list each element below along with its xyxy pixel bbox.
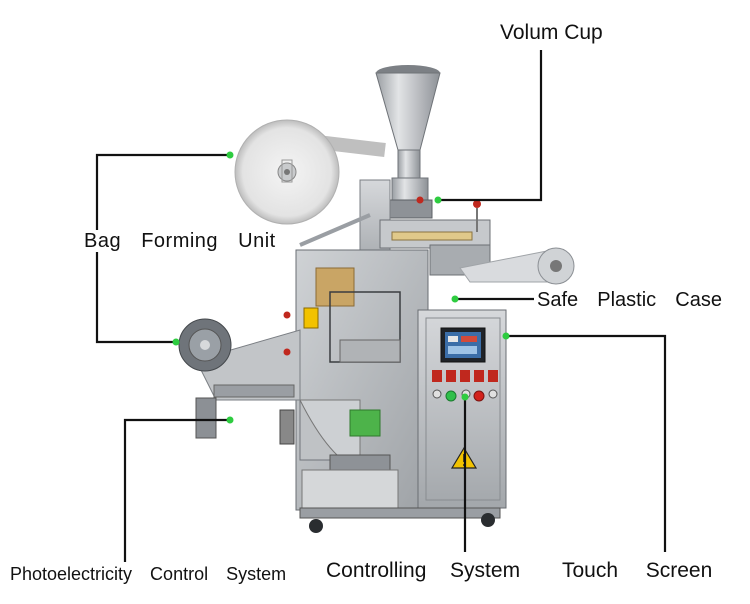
label-safe-plastic-case: Safe Plastic Case bbox=[537, 289, 722, 311]
leader-lines bbox=[95, 50, 667, 562]
marker-dot bbox=[226, 151, 234, 159]
controller-panel bbox=[432, 370, 498, 402]
filter-paper-roll bbox=[234, 119, 386, 247]
leader-photoelectricity bbox=[123, 418, 230, 562]
volum-cup-hopper bbox=[375, 65, 441, 219]
label-photoelectricity-control-system: Photoelectricity Control System bbox=[10, 564, 287, 584]
touch-screen-display bbox=[440, 327, 486, 363]
marker-dot bbox=[451, 295, 459, 303]
marker-dot bbox=[502, 332, 510, 340]
label-volum-cup: Volum Cup bbox=[500, 21, 603, 44]
leader-bag-forming-bottom bbox=[95, 252, 176, 344]
label-controlling-system: Controlling System bbox=[326, 559, 521, 582]
inner-bag-roll bbox=[178, 311, 301, 445]
machine-base bbox=[299, 507, 501, 533]
leader-touch-screen bbox=[506, 334, 667, 552]
marker-dot bbox=[434, 196, 442, 204]
upper-frame bbox=[359, 179, 491, 276]
outer-film-roll bbox=[459, 247, 575, 285]
marker-dot bbox=[226, 416, 234, 424]
label-bag-forming-unit: Bag Forming Unit bbox=[84, 230, 276, 252]
label-touch-screen: Touch Screen bbox=[562, 559, 713, 582]
marker-dot bbox=[461, 393, 469, 401]
leader-volum-cup bbox=[438, 50, 543, 202]
leader-bag-forming-top bbox=[95, 153, 230, 230]
marker-dot bbox=[172, 338, 180, 346]
machine-body bbox=[295, 249, 429, 511]
marker-dots bbox=[172, 151, 510, 424]
